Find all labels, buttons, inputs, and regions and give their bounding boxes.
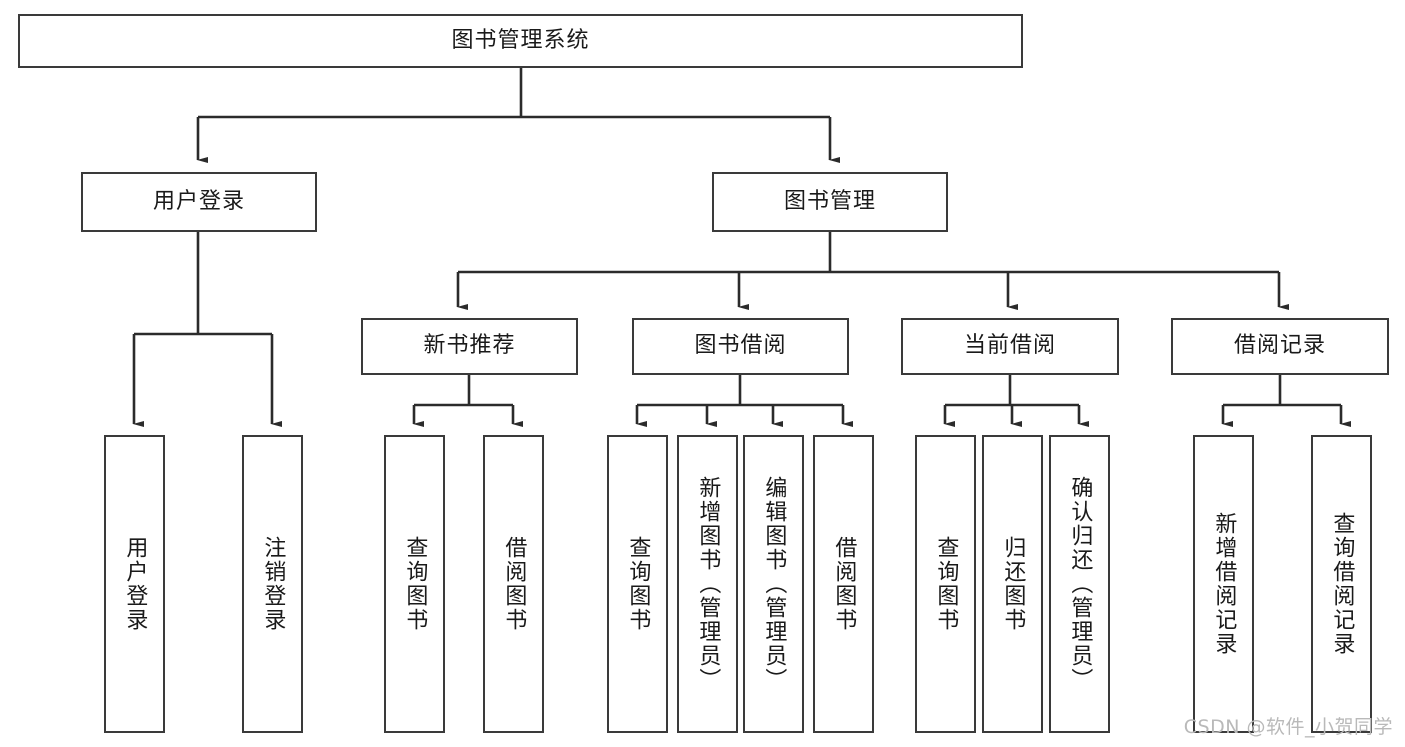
node-current-borrow[interactable]: 当前借阅 [901, 318, 1119, 375]
node-label: 用户登录 [152, 188, 245, 214]
node-label: 用户登录 [122, 536, 148, 632]
node-label: 归还图书 [1000, 536, 1026, 632]
node-label: 图书管理 [783, 188, 876, 214]
node-label: 注销登录 [260, 536, 286, 632]
leaf-borrow-query-book[interactable]: 查询图书 [607, 435, 668, 733]
node-label: 图书管理系统 [451, 27, 590, 53]
node-label: 借阅图书 [831, 536, 857, 632]
node-label: 新增图书（管理员） [695, 476, 721, 692]
leaf-current-return-book[interactable]: 归还图书 [982, 435, 1043, 733]
leaf-recommend-borrow-book[interactable]: 借阅图书 [483, 435, 544, 733]
node-label: 借阅图书 [501, 536, 527, 632]
node-new-book-recommend[interactable]: 新书推荐 [361, 318, 578, 375]
node-label: 新增借阅记录 [1211, 512, 1237, 656]
node-label: 图书借阅 [694, 333, 787, 359]
leaf-user-login-logout[interactable]: 注销登录 [242, 435, 303, 733]
leaf-record-add-record[interactable]: 新增借阅记录 [1193, 435, 1254, 733]
node-label: 查询图书 [402, 536, 428, 632]
node-root-system[interactable]: 图书管理系统 [18, 14, 1023, 68]
leaf-user-login-login[interactable]: 用户登录 [104, 435, 165, 733]
csdn-watermark: CSDN @软件_小贺同学 [1183, 716, 1393, 738]
node-book-management[interactable]: 图书管理 [712, 172, 948, 232]
node-label: 查询图书 [625, 536, 651, 632]
leaf-record-query-record[interactable]: 查询借阅记录 [1311, 435, 1372, 733]
node-label: 新书推荐 [423, 333, 516, 359]
leaf-recommend-query-book[interactable]: 查询图书 [384, 435, 445, 733]
node-label: 确认归还（管理员） [1067, 476, 1093, 692]
node-label: 当前借阅 [963, 333, 1056, 359]
node-label: 编辑图书（管理员） [761, 476, 787, 692]
node-book-borrow[interactable]: 图书借阅 [632, 318, 849, 375]
leaf-current-confirm-return-admin[interactable]: 确认归还（管理员） [1049, 435, 1110, 733]
leaf-current-query-book[interactable]: 查询图书 [915, 435, 976, 733]
node-label: 查询借阅记录 [1329, 512, 1355, 656]
node-borrow-record[interactable]: 借阅记录 [1171, 318, 1389, 375]
leaf-borrow-edit-book-admin[interactable]: 编辑图书（管理员） [743, 435, 804, 733]
leaf-borrow-borrow-book[interactable]: 借阅图书 [813, 435, 874, 733]
leaf-borrow-add-book-admin[interactable]: 新增图书（管理员） [677, 435, 738, 733]
node-user-login[interactable]: 用户登录 [81, 172, 317, 232]
node-label: 借阅记录 [1233, 333, 1326, 359]
node-label: 查询图书 [933, 536, 959, 632]
